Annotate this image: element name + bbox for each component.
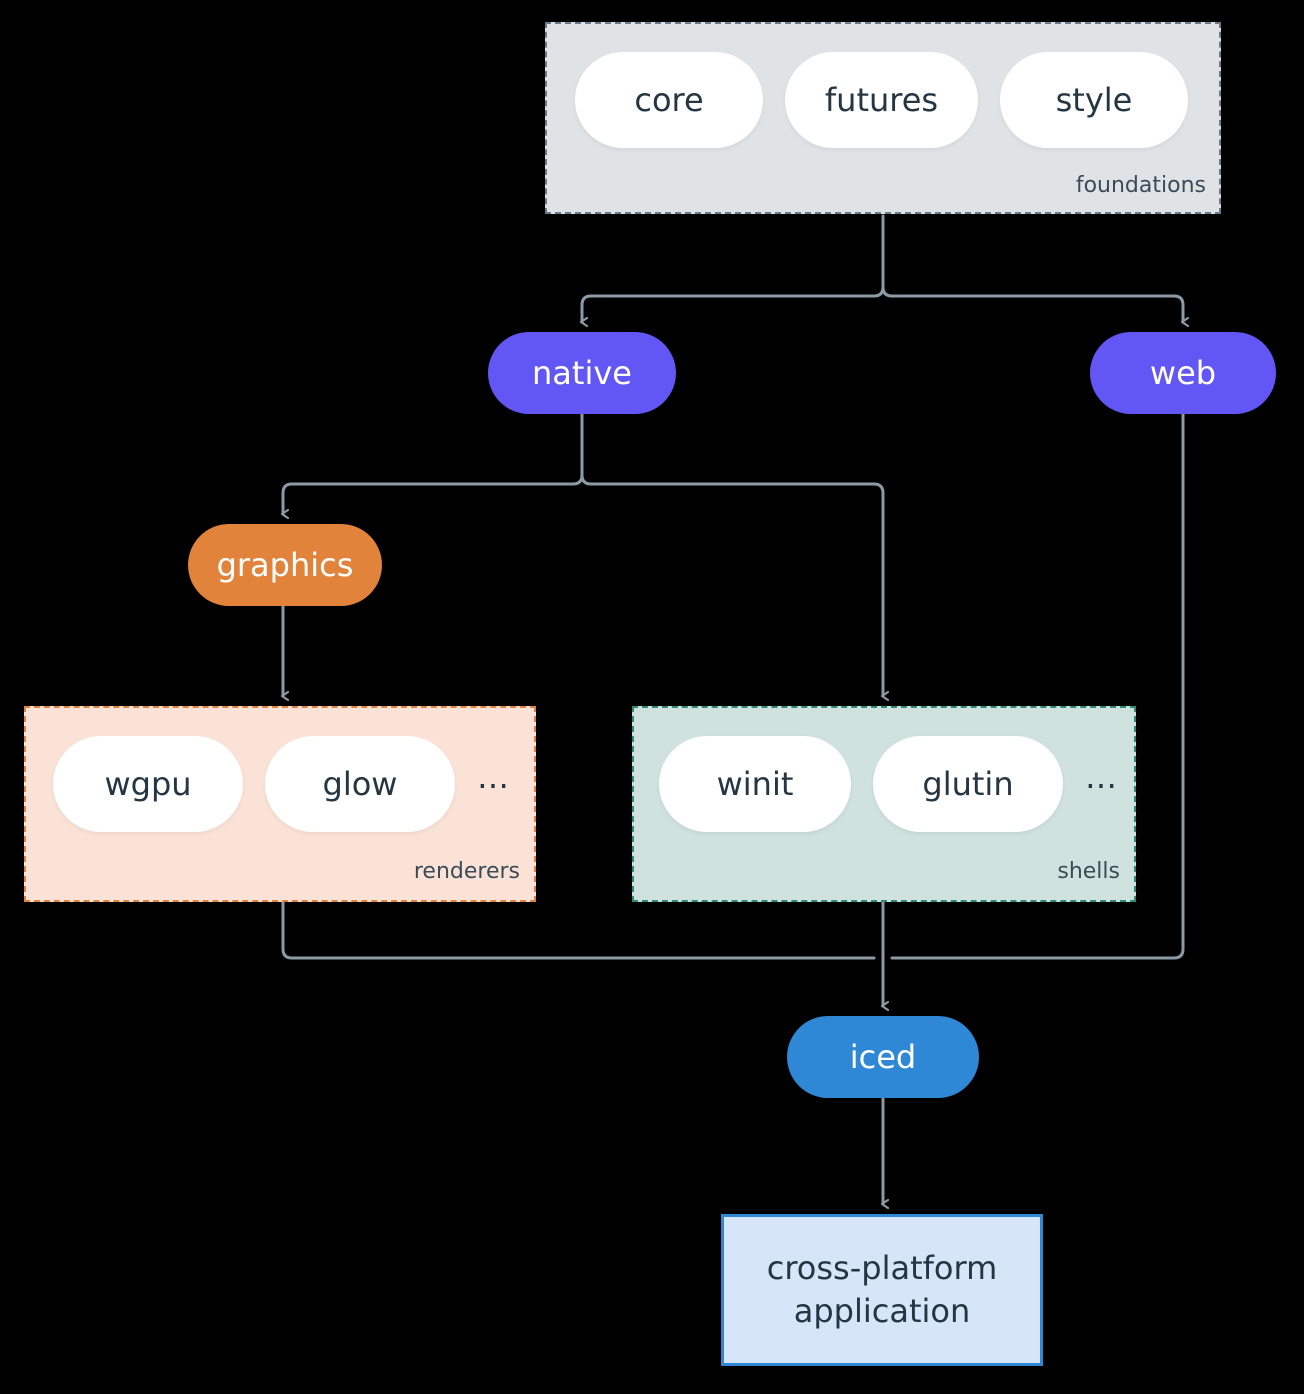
pill-glow-label: glow [322, 765, 398, 803]
pill-glutin[interactable]: glutin [873, 736, 1063, 832]
pill-style[interactable]: style [1000, 52, 1188, 148]
node-graphics-label: graphics [216, 546, 354, 584]
edge-foundations-to-native [582, 285, 885, 322]
pill-futures[interactable]: futures [785, 52, 978, 148]
pill-wgpu-label: wgpu [104, 765, 192, 803]
application-label-line1: cross-platform [766, 1248, 998, 1287]
edge-native-to-shells [580, 473, 883, 696]
group-label-shells: shells [1057, 859, 1120, 884]
group-shells: winit glutin … shells [632, 706, 1136, 902]
pill-core[interactable]: core [575, 52, 763, 148]
shells-pill-row: winit glutin … [659, 736, 1117, 832]
application-label-line2: application [793, 1292, 971, 1330]
pill-style-label: style [1055, 81, 1133, 119]
renderers-more-ellipsis: … [477, 758, 509, 796]
pill-winit-label: winit [716, 765, 794, 803]
node-cross-platform-application[interactable]: cross-platform application [721, 1214, 1043, 1366]
node-native[interactable]: native [488, 332, 676, 414]
node-web-label: web [1149, 354, 1217, 392]
group-foundations: core futures style foundations [545, 22, 1221, 214]
node-graphics[interactable]: graphics [188, 524, 382, 606]
node-iced[interactable]: iced [787, 1016, 979, 1098]
node-native-label: native [532, 354, 632, 392]
pill-glutin-label: glutin [922, 765, 1014, 803]
foundations-pill-row: core futures style [575, 52, 1188, 148]
group-label-foundations: foundations [1075, 173, 1206, 198]
edge-native-to-graphics [283, 473, 584, 514]
pill-glow[interactable]: glow [265, 736, 455, 832]
group-label-renderers: renderers [413, 859, 520, 884]
edge-renderers-to-merge [281, 900, 876, 960]
node-iced-label: iced [849, 1038, 917, 1076]
node-web[interactable]: web [1090, 332, 1276, 414]
pill-core-label: core [634, 81, 704, 119]
pill-wgpu[interactable]: wgpu [53, 736, 243, 832]
shells-more-ellipsis: … [1085, 758, 1117, 796]
group-renderers: wgpu glow … renderers [24, 706, 536, 902]
pill-futures-label: futures [824, 81, 939, 119]
edge-foundations-to-web [881, 285, 1183, 322]
renderers-pill-row: wgpu glow … [53, 736, 509, 832]
pill-winit[interactable]: winit [659, 736, 851, 832]
